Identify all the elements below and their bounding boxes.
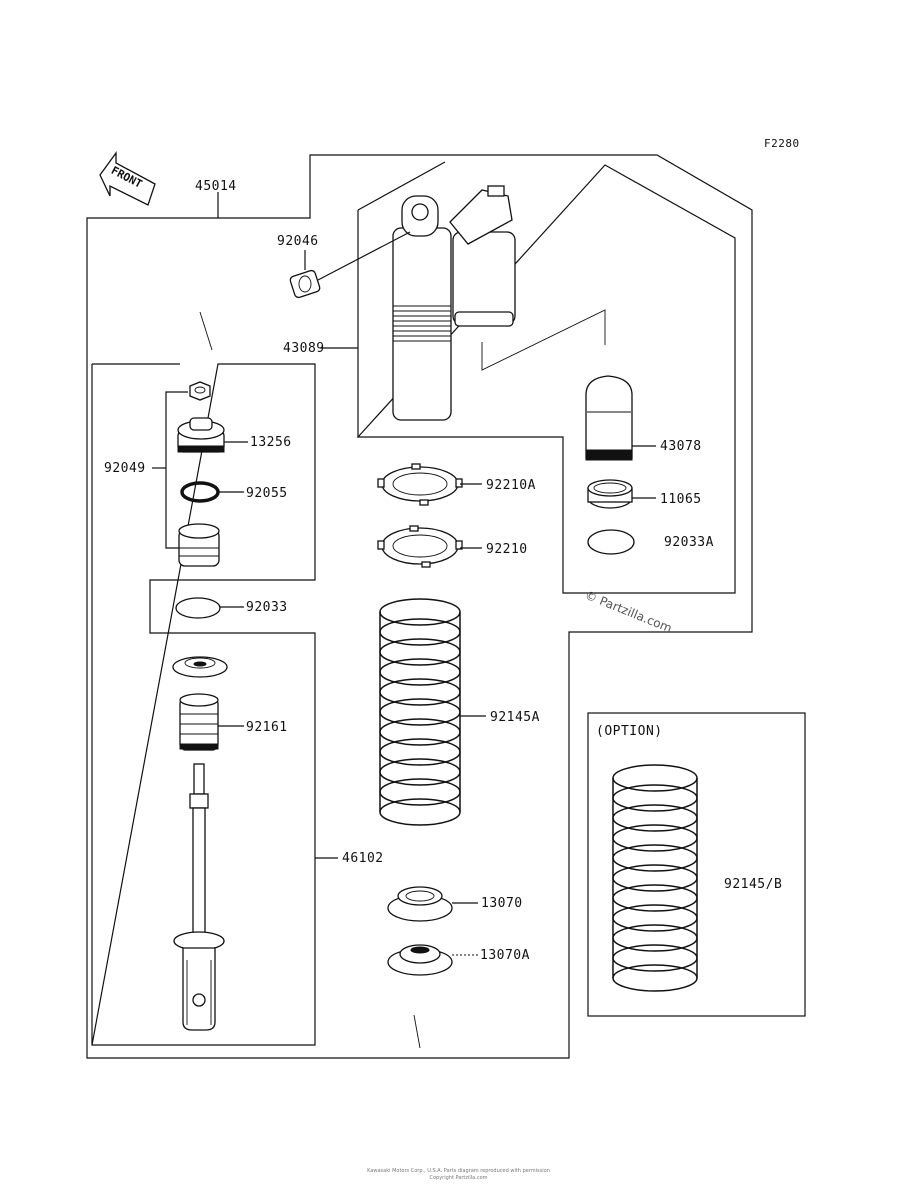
part-label-13256: 13256 [250, 435, 292, 450]
o-ring-92055 [180, 481, 220, 503]
watermark: © Partzilla.com [583, 588, 674, 636]
part-label-92033A: 92033A [664, 535, 714, 550]
part-label-46102: 46102 [342, 851, 384, 866]
part-label-92210A: 92210A [486, 478, 536, 493]
part-label-43078: 43078 [660, 439, 702, 454]
part-label-92210: 92210 [486, 542, 528, 557]
footer-line-1: Kawasaki Motors Corp., U.S.A. Parts diag… [367, 1168, 550, 1174]
subassembly-outline-46102 [91, 363, 316, 1046]
spring-seat-13070A [387, 944, 453, 976]
part-label-92049: 92049 [104, 461, 146, 476]
assembly-outline-45014 [86, 154, 753, 1059]
part-label-92033: 92033 [246, 600, 288, 615]
part-label-92161: 92161 [246, 720, 288, 735]
damper-body [392, 185, 606, 421]
front-arrow-icon: FRONT [99, 151, 156, 206]
option-box [587, 712, 806, 1017]
part-label-92145A: 92145A [490, 710, 540, 725]
spring-92145A [379, 598, 461, 826]
spring-seat-13070 [387, 886, 453, 922]
part-label-11065: 11065 [660, 492, 702, 507]
piston-rod [173, 763, 225, 1031]
valve-stack [178, 523, 220, 567]
seal-cap [172, 656, 228, 678]
bushing-92046 [289, 269, 321, 299]
figure-code: F2280 [764, 137, 800, 150]
option-label: (OPTION) [596, 724, 663, 739]
footer-line-2: Copyright Partzilla.com [429, 1175, 488, 1181]
bumper-92161 [179, 693, 219, 751]
reservoir-43078 [585, 375, 633, 461]
nut [189, 381, 211, 401]
part-label-43089: 43089 [283, 341, 325, 356]
piston-13256 [177, 417, 225, 453]
circlip-92033A [587, 529, 635, 555]
part-label-92046: 92046 [277, 234, 319, 249]
spring-92145B [612, 764, 698, 992]
locknut-92210 [377, 525, 463, 568]
circlip-92033 [175, 597, 221, 619]
part-label-45014: 45014 [195, 179, 237, 194]
part-label-13070A: 13070A [480, 948, 530, 963]
ring-11065 [587, 479, 633, 509]
part-label-13070: 13070 [481, 896, 523, 911]
locknut-92210A [377, 463, 463, 506]
part-label-92145B: 92145/B [724, 877, 782, 892]
part-label-92055: 92055 [246, 486, 288, 501]
